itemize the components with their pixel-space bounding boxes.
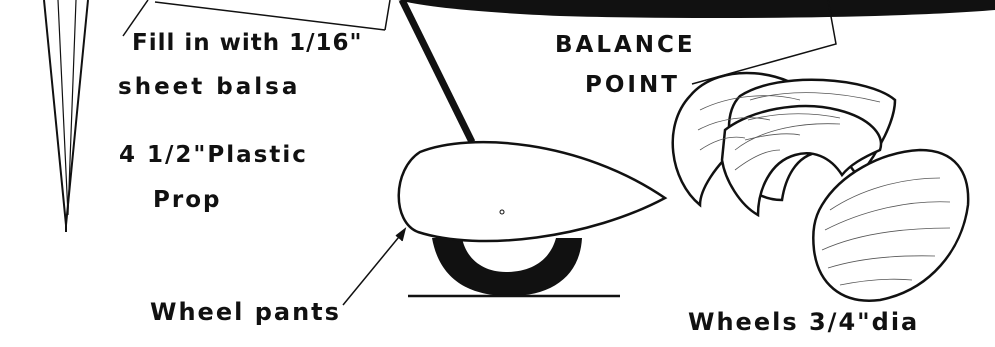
wood-grain-hatching <box>697 92 951 286</box>
wooden-wheels-exploded <box>671 71 970 302</box>
label-point: POINT <box>585 72 680 98</box>
label-fill-in: Fill in with 1/16" <box>132 30 363 56</box>
label-plastic-prop: 4 1/2"Plastic <box>119 142 308 168</box>
wheel-tire <box>432 238 582 296</box>
fuselage <box>398 0 995 18</box>
label-wheel-pants: Wheel pants <box>150 298 341 326</box>
fill-in-outline <box>122 0 391 37</box>
label-prop: Prop <box>153 187 222 213</box>
propeller-blade <box>43 0 89 232</box>
label-sheet-balsa: sheet balsa <box>118 74 301 100</box>
landing-gear-strut <box>398 0 476 144</box>
wheel-pant-axle-dot <box>499 209 505 215</box>
wheel-pant <box>397 140 668 243</box>
label-wheels-diameter: Wheels 3/4"dia <box>688 308 920 336</box>
wheel-pants-leader <box>342 227 407 306</box>
label-balance: BALANCE <box>555 32 696 58</box>
balance-point-leader <box>691 0 837 85</box>
